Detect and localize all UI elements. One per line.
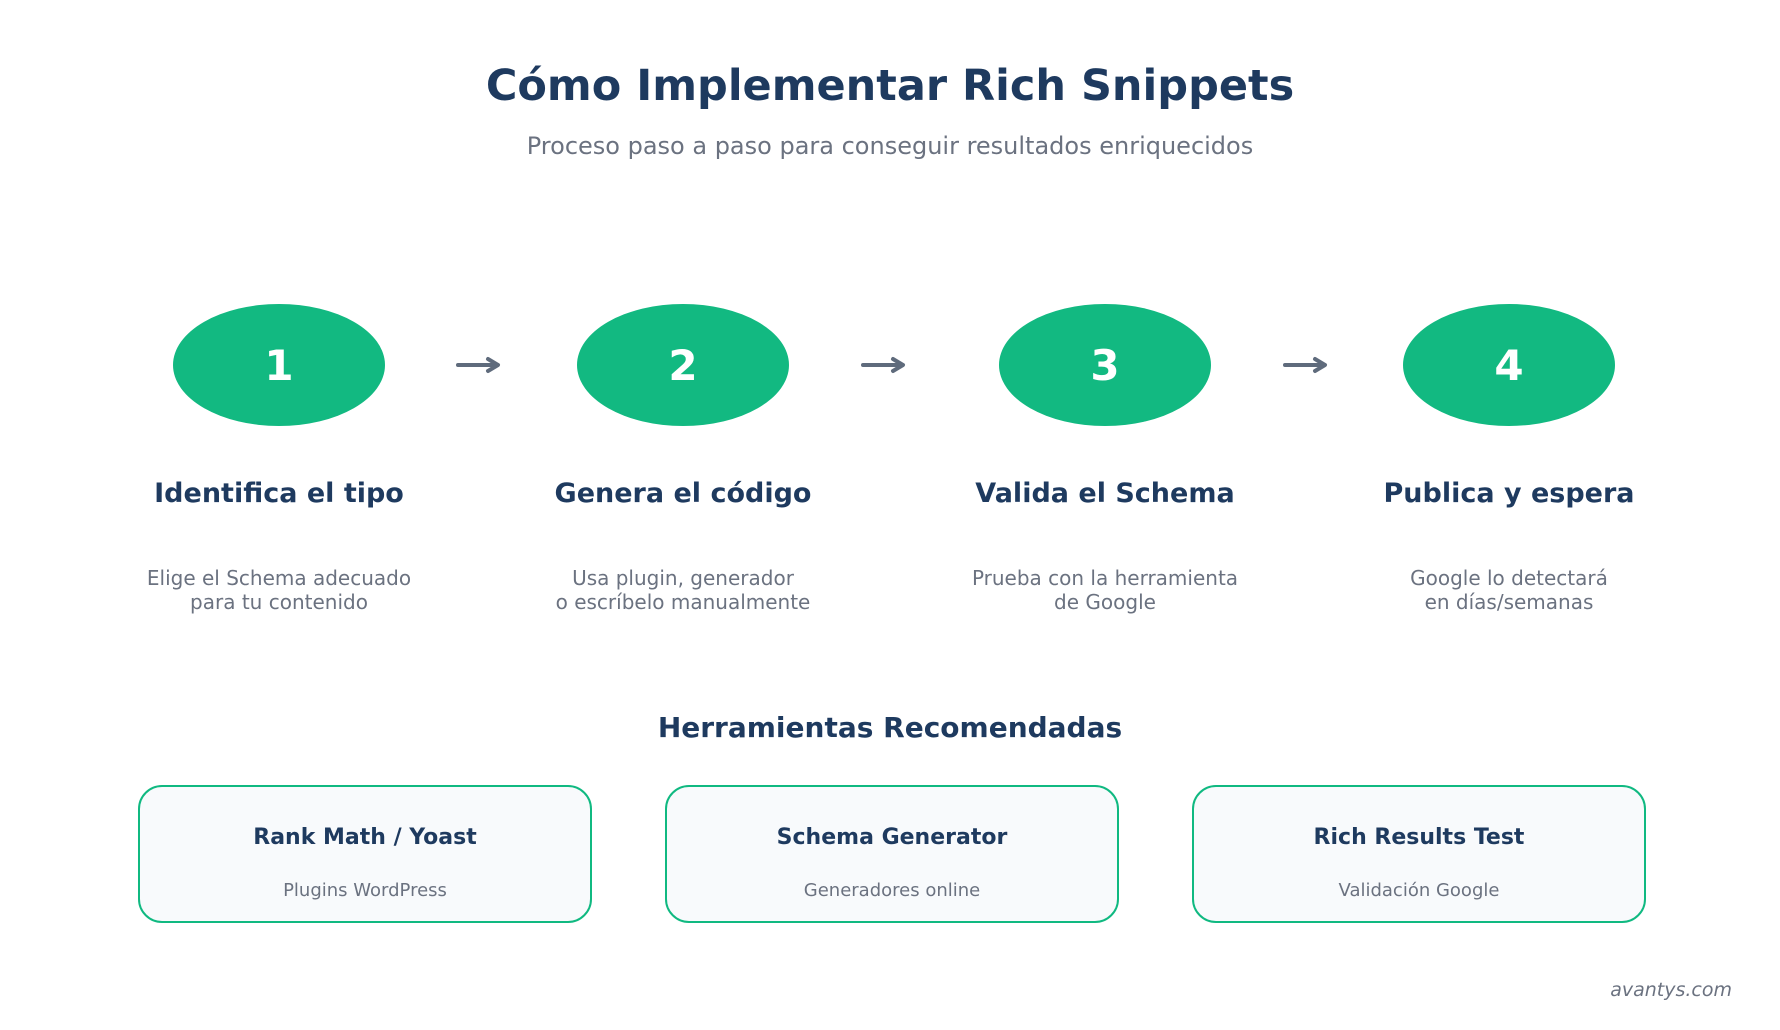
step-number: 1 [264,340,294,390]
tool-name: Rich Results Test [1313,825,1525,850]
step-number: 4 [1494,340,1524,390]
step-description: Google lo detectará en días/semanas [1359,566,1659,614]
step-title: Publica y espera [1383,478,1635,509]
arrow-right-icon [1283,357,1327,373]
tool-description: Generadores online [803,880,981,901]
step-number: 2 [668,340,698,390]
tools-section-title: Herramientas Recomendadas [657,711,1123,744]
step-description: Usa plugin, generador o escríbelo manual… [533,566,833,614]
step-number-circle: 4 [1403,304,1615,426]
step-number-circle: 3 [999,304,1211,426]
tool-description: Validación Google [1338,880,1500,901]
step-description-line: Usa plugin, generador [572,566,794,590]
step-title: Genera el código [554,478,812,509]
step-description: Prueba con la herramienta de Google [955,566,1255,614]
step-title: Valida el Schema [975,478,1235,509]
footer-brand: avantys.com [1610,979,1732,1001]
step-2: 2 Genera el código Usa plugin, generador… [533,304,833,614]
step-title: Identifica el tipo [154,478,404,509]
step-description-line: Elige el Schema adecuado [146,566,412,590]
step-4: 4 Publica y espera Google lo detectará e… [1359,304,1659,614]
step-number: 3 [1090,340,1120,390]
tool-name: Schema Generator [776,825,1008,850]
tool-name: Rank Math / Yoast [253,825,477,850]
step-description-line: de Google [1054,590,1156,614]
page-subtitle: Proceso paso a paso para conseguir resul… [526,132,1254,160]
tool-card-rich-results-test: Rich Results Test Validación Google [1192,785,1646,923]
step-3: 3 Valida el Schema Prueba con la herrami… [955,304,1255,614]
step-description-line: Google lo detectará [1410,566,1608,590]
step-number-circle: 2 [577,304,789,426]
tool-description: Plugins WordPress [283,880,447,901]
step-description-line: o escríbelo manualmente [555,590,811,614]
step-number-circle: 1 [173,304,385,426]
page-title: Cómo Implementar Rich Snippets [485,61,1295,111]
tool-card-rank-math: Rank Math / Yoast Plugins WordPress [138,785,592,923]
arrow-right-icon [861,357,905,373]
step-description: Elige el Schema adecuado para tu conteni… [129,566,429,614]
tool-card-schema-generator: Schema Generator Generadores online [665,785,1119,923]
step-1: 1 Identifica el tipo Elige el Schema ade… [129,304,429,614]
step-description-line: en días/semanas [1424,590,1594,614]
arrow-right-icon [456,357,500,373]
step-description-line: para tu contenido [190,590,368,614]
step-description-line: Prueba con la herramienta [971,566,1239,590]
